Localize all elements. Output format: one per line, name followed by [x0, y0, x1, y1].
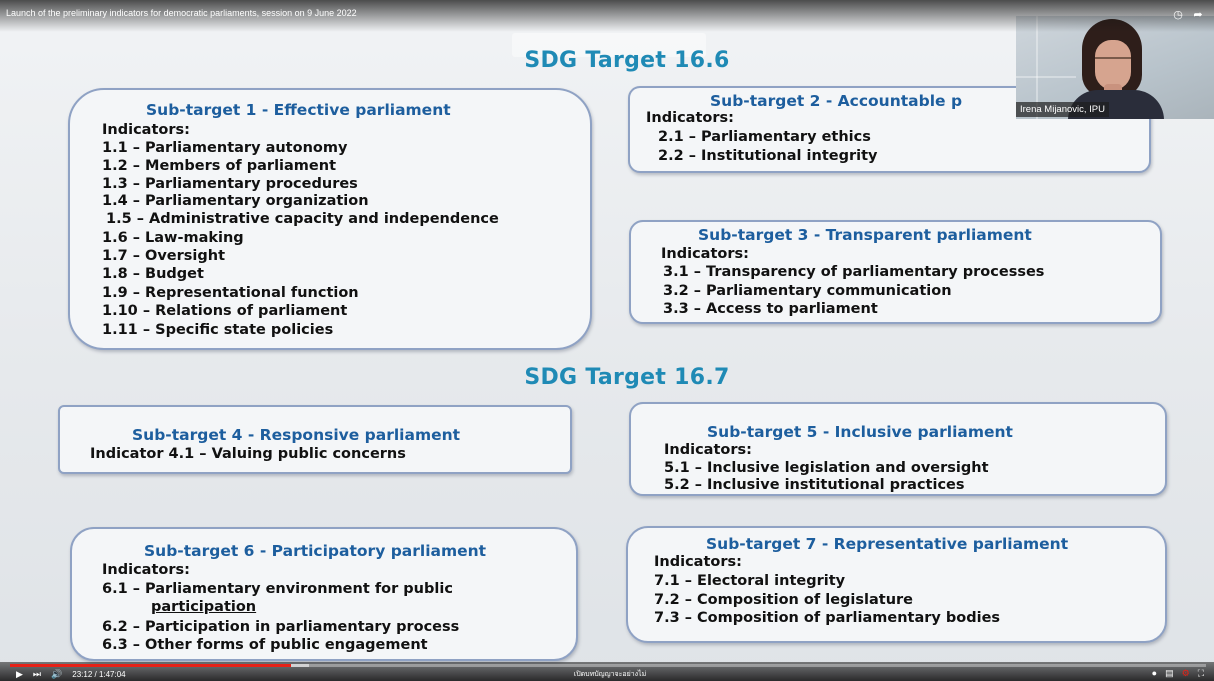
indicator-6-1-continued: participation	[151, 599, 257, 615]
fullscreen-icon[interactable]: ⛶	[1197, 668, 1204, 678]
indicator-5-1: 5.1 – Inclusive legislation and oversigh…	[664, 460, 989, 476]
indicator-1-5: 1.5 – Administrative capacity and indepe…	[106, 211, 499, 227]
indicator-1-4: 1.4 – Parliamentary organization	[102, 193, 369, 209]
indicator-6-3: 6.3 – Other forms of public engagement	[102, 637, 428, 653]
indicator-3-3: 3.3 – Access to parliament	[663, 301, 878, 317]
video-top-bar: Launch of the preliminary indicators for…	[0, 0, 1214, 32]
indicator-7-1: 7.1 – Electoral integrity	[654, 573, 846, 589]
subtarget-3-indicators-label: Indicators:	[661, 246, 749, 262]
progress-played	[10, 664, 292, 667]
subtarget-2-heading: Sub-target 2 - Accountable p	[710, 92, 963, 110]
presenter-webcam: Irena Mijanovic, IPU	[1016, 16, 1214, 119]
settings-icon[interactable]: ⚙	[1181, 668, 1190, 678]
next-icon[interactable]: ⏭	[32, 669, 42, 679]
indicator-1-2: 1.2 – Members of parliament	[102, 158, 337, 174]
subtarget-5-heading: Sub-target 5 - Inclusive parliament	[707, 423, 1013, 441]
indicator-3-2: 3.2 – Parliamentary communication	[663, 283, 952, 299]
indicator-1-7: 1.7 – Oversight	[102, 248, 226, 264]
indicator-1-1: 1.1 – Parliamentary autonomy	[102, 140, 348, 156]
subtarget-1-heading: Sub-target 1 - Effective parliament	[146, 101, 451, 119]
indicator-1-8: 1.8 – Budget	[102, 266, 204, 282]
subtarget-4-box: Sub-target 4 - Responsive parliament Ind…	[58, 405, 572, 474]
indicator-6-2: 6.2 – Participation in parliamentary pro…	[102, 619, 460, 635]
subtarget-6-indicators-label: Indicators:	[102, 562, 190, 578]
video-controls: ▶ ⏭ 🔊 23:12 / 1:47:04 เปิดบทบัญญาจะอย่าง…	[0, 662, 1214, 681]
presenter-face	[1095, 40, 1131, 90]
faint-overlay-bar	[512, 33, 706, 57]
indicator-1-9: 1.9 – Representational function	[102, 285, 359, 301]
presenter-glasses	[1095, 57, 1131, 67]
play-icon[interactable]: ▶	[16, 669, 23, 679]
indicator-7-2: 7.2 – Composition of legislature	[654, 592, 914, 608]
indicator-2-1: 2.1 – Parliamentary ethics	[658, 129, 871, 145]
subtarget-1-indicators-label: Indicators:	[102, 122, 190, 138]
subtarget-7-heading: Sub-target 7 - Representative parliament	[706, 535, 1069, 553]
sdg-target-16-6-title: SDG Target 16.6	[524, 48, 730, 73]
indicator-4-1: Indicator 4.1 – Valuing public concerns	[90, 446, 406, 462]
volume-icon[interactable]: 🔊	[51, 669, 63, 679]
subtarget-3-heading: Sub-target 3 - Transparent parliament	[698, 226, 1032, 244]
indicator-3-1: 3.1 – Transparency of parliamentary proc…	[663, 264, 1045, 280]
captions-icon[interactable]: ▤	[1165, 668, 1174, 678]
autoplay-icon[interactable]: ●	[1151, 668, 1158, 678]
indicator-2-2: 2.2 – Institutional integrity	[658, 148, 878, 164]
indicator-1-10: 1.10 – Relations of parliament	[102, 303, 348, 319]
indicator-6-1: 6.1 – Parliamentary environment for publ…	[102, 581, 453, 597]
presenter-name-tag: Irena Mijanovic, IPU	[1016, 102, 1110, 117]
subtarget-1-box: Sub-target 1 - Effective parliament Indi…	[68, 88, 592, 350]
subtarget-7-indicators-label: Indicators:	[654, 554, 742, 570]
subtarget-7-box: Sub-target 7 - Representative parliament…	[626, 526, 1167, 643]
time-display: 23:12 / 1:47:04	[72, 670, 126, 679]
subtarget-2-indicators-label: Indicators:	[646, 110, 734, 126]
indicator-7-3: 7.3 – Composition of parliamentary bodie…	[654, 610, 1001, 626]
indicator-1-3: 1.3 – Parliamentary procedures	[102, 176, 358, 192]
subtarget-6-box: Sub-target 6 - Participatory parliament …	[70, 527, 578, 661]
subtarget-5-box: Sub-target 5 - Inclusive parliament Indi…	[629, 402, 1167, 496]
center-caption: เปิดบทบัญญาจะอย่างไม่	[573, 671, 647, 678]
subtarget-3-box: Sub-target 3 - Transparent parliament In…	[629, 220, 1162, 324]
subtarget-2-box: Sub-target 2 - Accountable p Indicators:…	[628, 86, 1151, 173]
clock-icon[interactable]: ◷	[1173, 9, 1183, 21]
subtarget-6-heading: Sub-target 6 - Participatory parliament	[144, 542, 487, 560]
sdg-target-16-7-title: SDG Target 16.7	[524, 365, 730, 390]
progress-bar[interactable]	[10, 664, 1206, 667]
indicator-1-11: 1.11 – Specific state policies	[102, 322, 334, 338]
video-title[interactable]: Launch of the preliminary indicators for…	[6, 8, 357, 18]
subtarget-4-heading: Sub-target 4 - Responsive parliament	[132, 426, 461, 444]
share-icon[interactable]: ➦	[1193, 9, 1203, 21]
indicator-5-2: 5.2 – Inclusive institutional practices	[664, 477, 965, 493]
indicator-1-6: 1.6 – Law-making	[102, 230, 244, 246]
subtarget-5-indicators-label: Indicators:	[664, 442, 752, 458]
